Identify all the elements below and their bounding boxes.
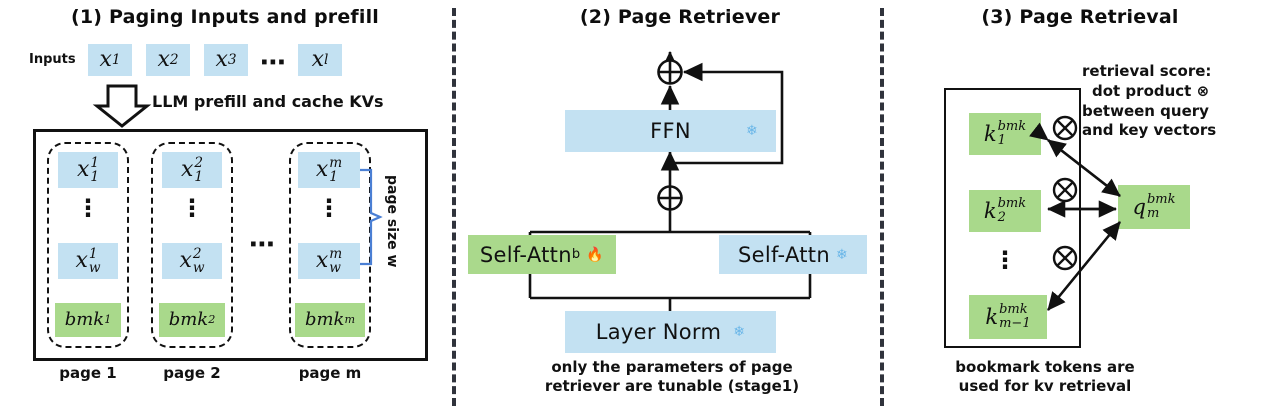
- layer-norm-block: Layer Norm ❄: [565, 311, 776, 353]
- inputs-label: Inputs: [29, 52, 76, 67]
- panel2-caption-line1: only the parameters of page: [551, 358, 793, 376]
- pagem-vdots: ⋮: [317, 194, 341, 222]
- token-base: k: [983, 198, 997, 223]
- page-size-brace: [358, 168, 384, 266]
- prefill-arrow-label: LLM prefill and cache KVs: [152, 92, 384, 111]
- page-label-m: page m: [298, 364, 362, 382]
- note-line-1: retrieval score:: [1082, 62, 1212, 80]
- ffn-label: FFN: [650, 119, 691, 143]
- page1-vdots: ⋮: [76, 194, 100, 222]
- token-base: bmk: [168, 309, 209, 330]
- tensor-product-icon-1: [1052, 115, 1078, 141]
- panel3-title: (3) Page Retrieval: [981, 6, 1179, 28]
- pages-ellipsis: ⋯: [249, 230, 277, 260]
- panel2-title: (2) Page Retriever: [579, 6, 781, 28]
- self-attn-label: Self-Attn: [738, 242, 830, 267]
- adder-bottom: [657, 185, 683, 211]
- panel-separator-1: [452, 8, 456, 406]
- page-label-1: page 1: [59, 364, 117, 382]
- token-base: bmk: [64, 309, 105, 330]
- token-base: x: [76, 157, 90, 182]
- token-base: x: [157, 47, 170, 72]
- note-line-3: between query: [1082, 101, 1209, 120]
- input-row-ellipsis: ⋯: [260, 48, 288, 78]
- token-base: x: [311, 47, 325, 72]
- panel-separator-2: [880, 8, 884, 406]
- snowflake-icon: ❄: [733, 324, 746, 340]
- bookmark-keys-frame: [944, 88, 1081, 348]
- token-base: x: [180, 157, 194, 182]
- token-base: bmk: [304, 309, 345, 330]
- self-attn-block: Self-Attn ❄: [719, 235, 867, 274]
- token-base: x: [215, 47, 228, 72]
- page2-vdots: ⋮: [180, 194, 204, 222]
- snowflake-icon: ❄: [835, 246, 848, 263]
- self-attn-b-label: Self-Attn: [479, 242, 572, 267]
- adder-top: [657, 59, 683, 85]
- panel1-title: (1) Paging Inputs and prefill: [70, 6, 380, 28]
- token-base: x: [75, 248, 88, 273]
- token-base: x: [99, 47, 112, 72]
- prefill-arrow-icon: [92, 84, 152, 128]
- token-base: x: [315, 157, 329, 182]
- panel3-arrows: [880, 0, 1266, 415]
- ffn-block: FFN ❄: [565, 110, 776, 152]
- snowflake-icon: ❄: [745, 123, 758, 139]
- tensor-product-icon-3: [1052, 245, 1078, 271]
- page-box-2: [151, 142, 233, 348]
- panel3-caption: bookmark tokens are used for kv retrieva…: [930, 358, 1160, 396]
- token-base: x: [179, 248, 192, 273]
- tensor-product-icon-2: [1052, 177, 1078, 203]
- panel3-caption-line2: used for kv retrieval: [958, 376, 1132, 395]
- keys-vdots: ⋮: [993, 246, 1017, 274]
- panel2-caption-line2: retriever are tunable (stage1): [544, 376, 800, 395]
- page-box-1: [47, 142, 129, 348]
- note-line-2: dot product ⊗: [1092, 81, 1210, 100]
- token-base: q: [1132, 194, 1146, 219]
- layer-norm-label: Layer Norm: [595, 320, 722, 344]
- page-size-label: page size w: [384, 175, 400, 268]
- fire-icon: 🔥: [586, 246, 605, 263]
- token-base: x: [315, 248, 329, 273]
- token-base: k: [983, 121, 997, 146]
- page-label-2: page 2: [163, 364, 221, 382]
- panel3-caption-line1: bookmark tokens are: [955, 358, 1135, 376]
- panel2-caption: only the parameters of page retriever ar…: [487, 358, 857, 396]
- pages-container-frame: [33, 129, 428, 361]
- token-base: k: [985, 304, 999, 329]
